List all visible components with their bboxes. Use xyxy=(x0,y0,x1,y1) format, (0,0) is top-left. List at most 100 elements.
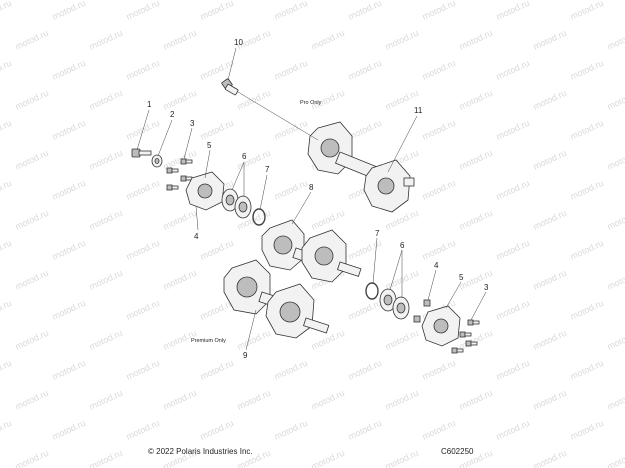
callout-11: 11 xyxy=(414,106,423,115)
watermark-text: motod.ru xyxy=(495,58,531,82)
callout-7-right: 7 xyxy=(375,229,380,238)
callout-10: 10 xyxy=(234,38,243,47)
watermark-text: motod.ru xyxy=(162,268,198,292)
part-1-bolt xyxy=(131,148,152,158)
watermark-text: motod.ru xyxy=(532,448,568,468)
watermark-text: motod.ru xyxy=(606,88,625,112)
watermark-text: motod.ru xyxy=(51,118,87,142)
watermark-text: motod.ru xyxy=(51,418,87,442)
part-5-bearing-housing-right xyxy=(421,305,461,347)
watermark-text: motod.ru xyxy=(236,388,272,412)
watermark-text: motod.ru xyxy=(0,0,13,22)
watermark-text: motod.ru xyxy=(310,388,346,412)
watermark-text: motod.ru xyxy=(88,88,124,112)
watermark-text: motod.ru xyxy=(51,238,87,262)
watermark-text: motod.ru xyxy=(88,448,124,468)
callout-2: 2 xyxy=(170,110,175,119)
watermark-text: motod.ru xyxy=(421,58,457,82)
watermark-text: motod.ru xyxy=(0,298,13,322)
watermark-text: motod.ru xyxy=(458,328,494,352)
part-11-pro-driveshaft xyxy=(307,121,415,213)
callout-7-left: 7 xyxy=(265,165,270,174)
watermark-text: motod.ru xyxy=(88,148,124,172)
watermark-text: motod.ru xyxy=(51,58,87,82)
callout-5-left: 5 xyxy=(207,141,212,150)
watermark-text: motod.ru xyxy=(273,0,309,22)
watermark-text: motod.ru xyxy=(14,148,50,172)
watermark-text: motod.ru xyxy=(569,0,605,22)
watermark-text: motod.ru xyxy=(273,418,309,442)
watermark-text: motod.ru xyxy=(199,58,235,82)
watermark-text: motod.ru xyxy=(162,388,198,412)
watermark-text: motod.ru xyxy=(14,28,50,52)
watermark-text: motod.ru xyxy=(310,448,346,468)
watermark-text: motod.ru xyxy=(14,268,50,292)
watermark-text: motod.ru xyxy=(273,178,309,202)
watermark-text: motod.ru xyxy=(495,418,531,442)
watermark-text: motod.ru xyxy=(421,118,457,142)
watermark-text: motod.ru xyxy=(495,358,531,382)
watermark-text: motod.ru xyxy=(199,418,235,442)
callout-3-left: 3 xyxy=(190,119,195,128)
watermark-text: motod.ru xyxy=(606,328,625,352)
callout-6-left: 6 xyxy=(242,152,247,161)
part-6-bearings-right xyxy=(379,288,410,320)
watermark-text: motod.ru xyxy=(162,208,198,232)
watermark-text: motod.ru xyxy=(347,238,383,262)
watermark-text: motod.ru xyxy=(495,238,531,262)
watermark-text: motod.ru xyxy=(421,0,457,22)
watermark-text: motod.ru xyxy=(532,148,568,172)
callout-9: 9 xyxy=(243,351,248,360)
watermark-text: motod.ru xyxy=(569,118,605,142)
watermark-text: motod.ru xyxy=(51,358,87,382)
watermark-text: motod.ru xyxy=(421,238,457,262)
callout-3-right: 3 xyxy=(484,283,489,292)
watermark-text: motod.ru xyxy=(606,268,625,292)
watermark-text: motod.ru xyxy=(125,238,161,262)
note-premium-only: Premium Only xyxy=(191,338,226,344)
watermark-text: motod.ru xyxy=(569,178,605,202)
watermark-text: motod.ru xyxy=(458,28,494,52)
watermark-text: motod.ru xyxy=(125,178,161,202)
watermark-text: motod.ru xyxy=(606,28,625,52)
watermark-text: motod.ru xyxy=(51,178,87,202)
watermark-text: motod.ru xyxy=(458,88,494,112)
part-8-driveshaft xyxy=(261,219,362,283)
watermark-text: motod.ru xyxy=(532,268,568,292)
note-pro-only: Pro Only xyxy=(300,100,322,106)
watermark-text: motod.ru xyxy=(606,388,625,412)
watermark-text: motod.ru xyxy=(273,58,309,82)
watermark-text: motod.ru xyxy=(0,58,13,82)
part-10-bolt xyxy=(221,78,239,96)
watermark-text: motod.ru xyxy=(88,328,124,352)
watermark-text: motod.ru xyxy=(495,0,531,22)
watermark-text: motod.ru xyxy=(421,178,457,202)
watermark-text: motod.ru xyxy=(458,388,494,412)
watermark-text: motod.ru xyxy=(421,418,457,442)
callout-6-right: 6 xyxy=(400,241,405,250)
callout-labels: 10 11 1 2 3 5 6 7 4 8 7 6 4 5 3 9 xyxy=(147,38,489,360)
watermark-text: motod.ru xyxy=(14,88,50,112)
watermark-text: motod.ru xyxy=(310,328,346,352)
watermark-text: motod.ru xyxy=(569,298,605,322)
watermark-text: motod.ru xyxy=(569,358,605,382)
watermark-text: motod.ru xyxy=(495,298,531,322)
watermark-text: motod.ru xyxy=(347,0,383,22)
watermark-text: motod.ru xyxy=(384,328,420,352)
watermark-text: motod.ru xyxy=(88,28,124,52)
watermark-text: motod.ru xyxy=(199,358,235,382)
watermark-text: motod.ru xyxy=(606,448,625,468)
watermark-text: motod.ru xyxy=(310,28,346,52)
watermark-text: motod.ru xyxy=(569,238,605,262)
part-4-bolts-right xyxy=(413,299,431,323)
watermark-text: motod.ru xyxy=(125,358,161,382)
watermark-text: motod.ru xyxy=(199,238,235,262)
watermark-text: motod.ru xyxy=(51,0,87,22)
watermark-text: motod.ru xyxy=(0,118,13,142)
watermark-text: motod.ru xyxy=(606,208,625,232)
part-3-screws-right xyxy=(451,319,480,354)
callout-4-left: 4 xyxy=(194,232,199,241)
part-5-bearing-housing-left xyxy=(185,171,225,211)
watermark-text: motod.ru xyxy=(125,418,161,442)
